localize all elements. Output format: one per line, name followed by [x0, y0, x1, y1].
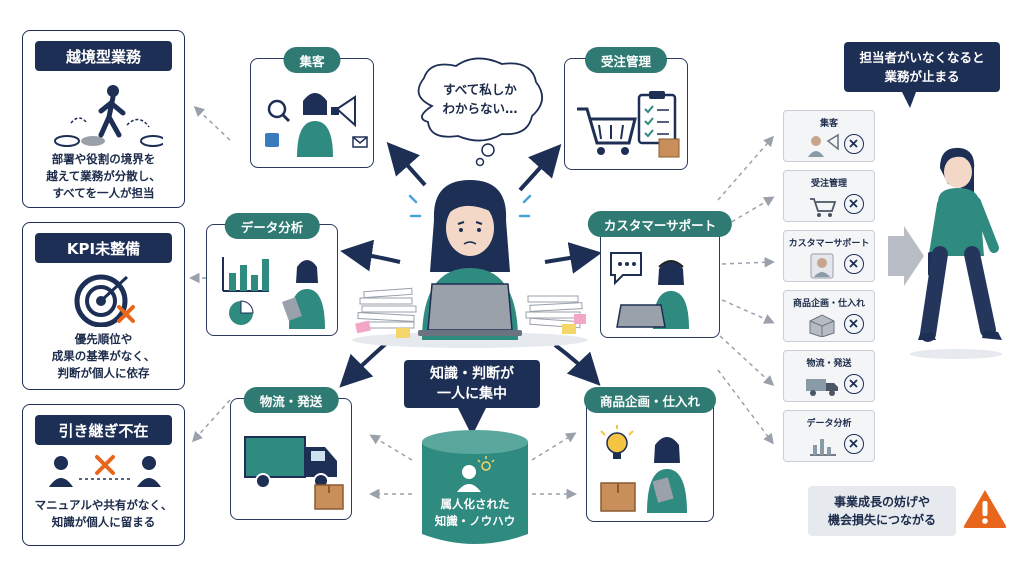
- function-label: 商品企画・仕入れ: [583, 387, 717, 413]
- absence-line: 業務が止まる: [884, 69, 960, 84]
- issue-desc-line: すべてを一人が担当: [52, 186, 155, 200]
- thought-line: すべて私しか: [443, 82, 517, 97]
- thought-bubble-text: すべて私しか わからない…: [422, 80, 538, 118]
- unavailable-x-icon: [844, 374, 864, 394]
- handover-people-icon: [49, 455, 161, 487]
- database-label-line: 属人化された: [440, 497, 510, 511]
- issue-desc-line: 部署や役割の境界を: [51, 152, 156, 166]
- unavailable-x-icon: [844, 434, 864, 454]
- dashed-arrow: [721, 257, 775, 268]
- status-agent-icon: [810, 253, 834, 279]
- status-chart-icon: [810, 439, 836, 456]
- navy-arrow: [386, 142, 427, 187]
- function-label: データ分析: [224, 213, 320, 239]
- paper-stack-left: [355, 287, 417, 338]
- issue-panel-handover: 引き継ぎ不在 マニュアルや共有がなく、 知識が個人に留まる: [22, 404, 185, 546]
- absence-line: 担当者がいなくなると: [859, 50, 985, 65]
- function-label: 受注管理: [584, 47, 668, 73]
- dashed-arrow: [193, 105, 231, 141]
- data-analysis-icon: [222, 257, 325, 329]
- thought-bubble-shape: [417, 57, 543, 167]
- dashed-arrow: [721, 299, 775, 324]
- function-card-orders: 受注管理: [564, 47, 688, 170]
- overworked-person-illustration: [352, 180, 588, 348]
- function-label: カスタマーサポート: [587, 211, 733, 237]
- planning-person-icon: [600, 425, 687, 513]
- thought-line: わからない…: [442, 101, 518, 116]
- database-label-line: 知識・ノウハウ: [434, 514, 516, 528]
- paper-stack-right: [525, 295, 586, 334]
- dashed-arrow: [717, 135, 774, 201]
- unavailable-x-icon: [844, 194, 864, 214]
- target-icon: [74, 274, 135, 327]
- issue-desc-line: 越えて業務が分散し、: [46, 169, 161, 183]
- issue-title: KPI未整備: [35, 233, 172, 263]
- departing-person-illustration: [910, 147, 1002, 359]
- status-card-attract: 集客: [783, 110, 875, 162]
- status-card-orders: 受注管理: [783, 170, 875, 222]
- function-label: 物流・発送: [243, 387, 339, 413]
- walking-person-icon: [54, 85, 163, 147]
- unavailable-x-icon: [844, 254, 864, 274]
- dashed-arrow: [717, 369, 774, 445]
- unavailable-x-icon: [844, 314, 864, 334]
- shopping-cart-icon: [577, 91, 680, 158]
- function-card-logistics: 物流・発送: [230, 387, 352, 520]
- absence-speech-bubble: [844, 42, 1000, 108]
- issue-panel-cross-boundary: 越境型業務 部署や役割の境界を 越えて業務が分散し、 すべてを一人が担当: [22, 30, 185, 208]
- center-label-line: 一人に集中: [437, 386, 507, 402]
- delivery-truck-icon: [244, 436, 344, 510]
- function-card-planning: 商品企画・仕入れ: [583, 387, 717, 522]
- status-label: 集客: [819, 119, 838, 129]
- dashed-arrow: [531, 432, 577, 461]
- issue-desc-line: マニュアルや共有がなく、: [34, 498, 173, 512]
- dashed-arrow: [191, 399, 231, 443]
- navy-arrow: [544, 242, 602, 274]
- status-truck-icon: [806, 379, 838, 396]
- status-label: カスタマーサポート: [788, 239, 870, 249]
- status-attract-icon: [808, 133, 839, 157]
- issue-desc-line: 成果の基準がなく、: [51, 349, 156, 363]
- status-card-analysis: データ分析: [783, 410, 875, 462]
- issue-desc-line: 優先順位や: [74, 332, 133, 346]
- megaphone-person-icon: [265, 93, 368, 157]
- status-card-planning: 商品企画・仕入れ: [783, 290, 875, 342]
- issue-title: 越境型業務: [35, 41, 172, 71]
- status-card-logistics: 物流・発送: [783, 350, 875, 402]
- knowledge-database-icon: [422, 430, 528, 544]
- knowledge-concentration-label: 知識・判断が 一人に集中: [404, 360, 540, 408]
- function-label: 集客: [283, 47, 341, 73]
- warning-icon: [963, 490, 1007, 528]
- function-card-attract: 集客: [250, 47, 374, 168]
- status-label: 受注管理: [810, 179, 847, 189]
- transition-arrow: [888, 226, 924, 286]
- status-cart-icon: [810, 198, 837, 217]
- dashed-arrow: [369, 434, 413, 461]
- issue-title: 引き継ぎ不在: [35, 415, 172, 445]
- navy-arrow: [518, 144, 562, 192]
- status-label: データ分析: [806, 419, 852, 429]
- center-label-line: 知識・判断が: [430, 366, 514, 382]
- consequence-line: 機会損失につながる: [827, 513, 936, 527]
- navy-arrow: [553, 343, 601, 386]
- consequence-line: 事業成長の妨げや: [833, 495, 930, 509]
- status-card-support: カスタマーサポート: [783, 230, 875, 282]
- unavailable-x-icon: [844, 134, 864, 154]
- function-card-support: カスタマーサポート: [587, 211, 733, 338]
- headset-agent-icon: [610, 252, 689, 329]
- issue-desc-line: 判断が個人に依存: [57, 366, 150, 380]
- status-label: 物流・発送: [806, 359, 852, 369]
- status-box-icon: [809, 314, 835, 337]
- database-label: 属人化された 知識・ノウハウ: [420, 496, 530, 530]
- consequence-box: 事業成長の妨げや 機会損失につながる: [808, 486, 956, 536]
- navy-arrow: [340, 239, 401, 272]
- issue-panel-kpi: KPI未整備 優先順位や 成果の基準がなく、 判断が個人に依存: [22, 222, 185, 390]
- status-label: 商品企画・仕入れ: [792, 299, 865, 309]
- issue-desc-line: 知識が個人に留まる: [51, 515, 156, 529]
- function-card-analysis: データ分析: [206, 213, 338, 336]
- absence-bubble-text: 担当者がいなくなると 業務が止まる: [844, 48, 1000, 86]
- dashed-arrow: [719, 335, 775, 387]
